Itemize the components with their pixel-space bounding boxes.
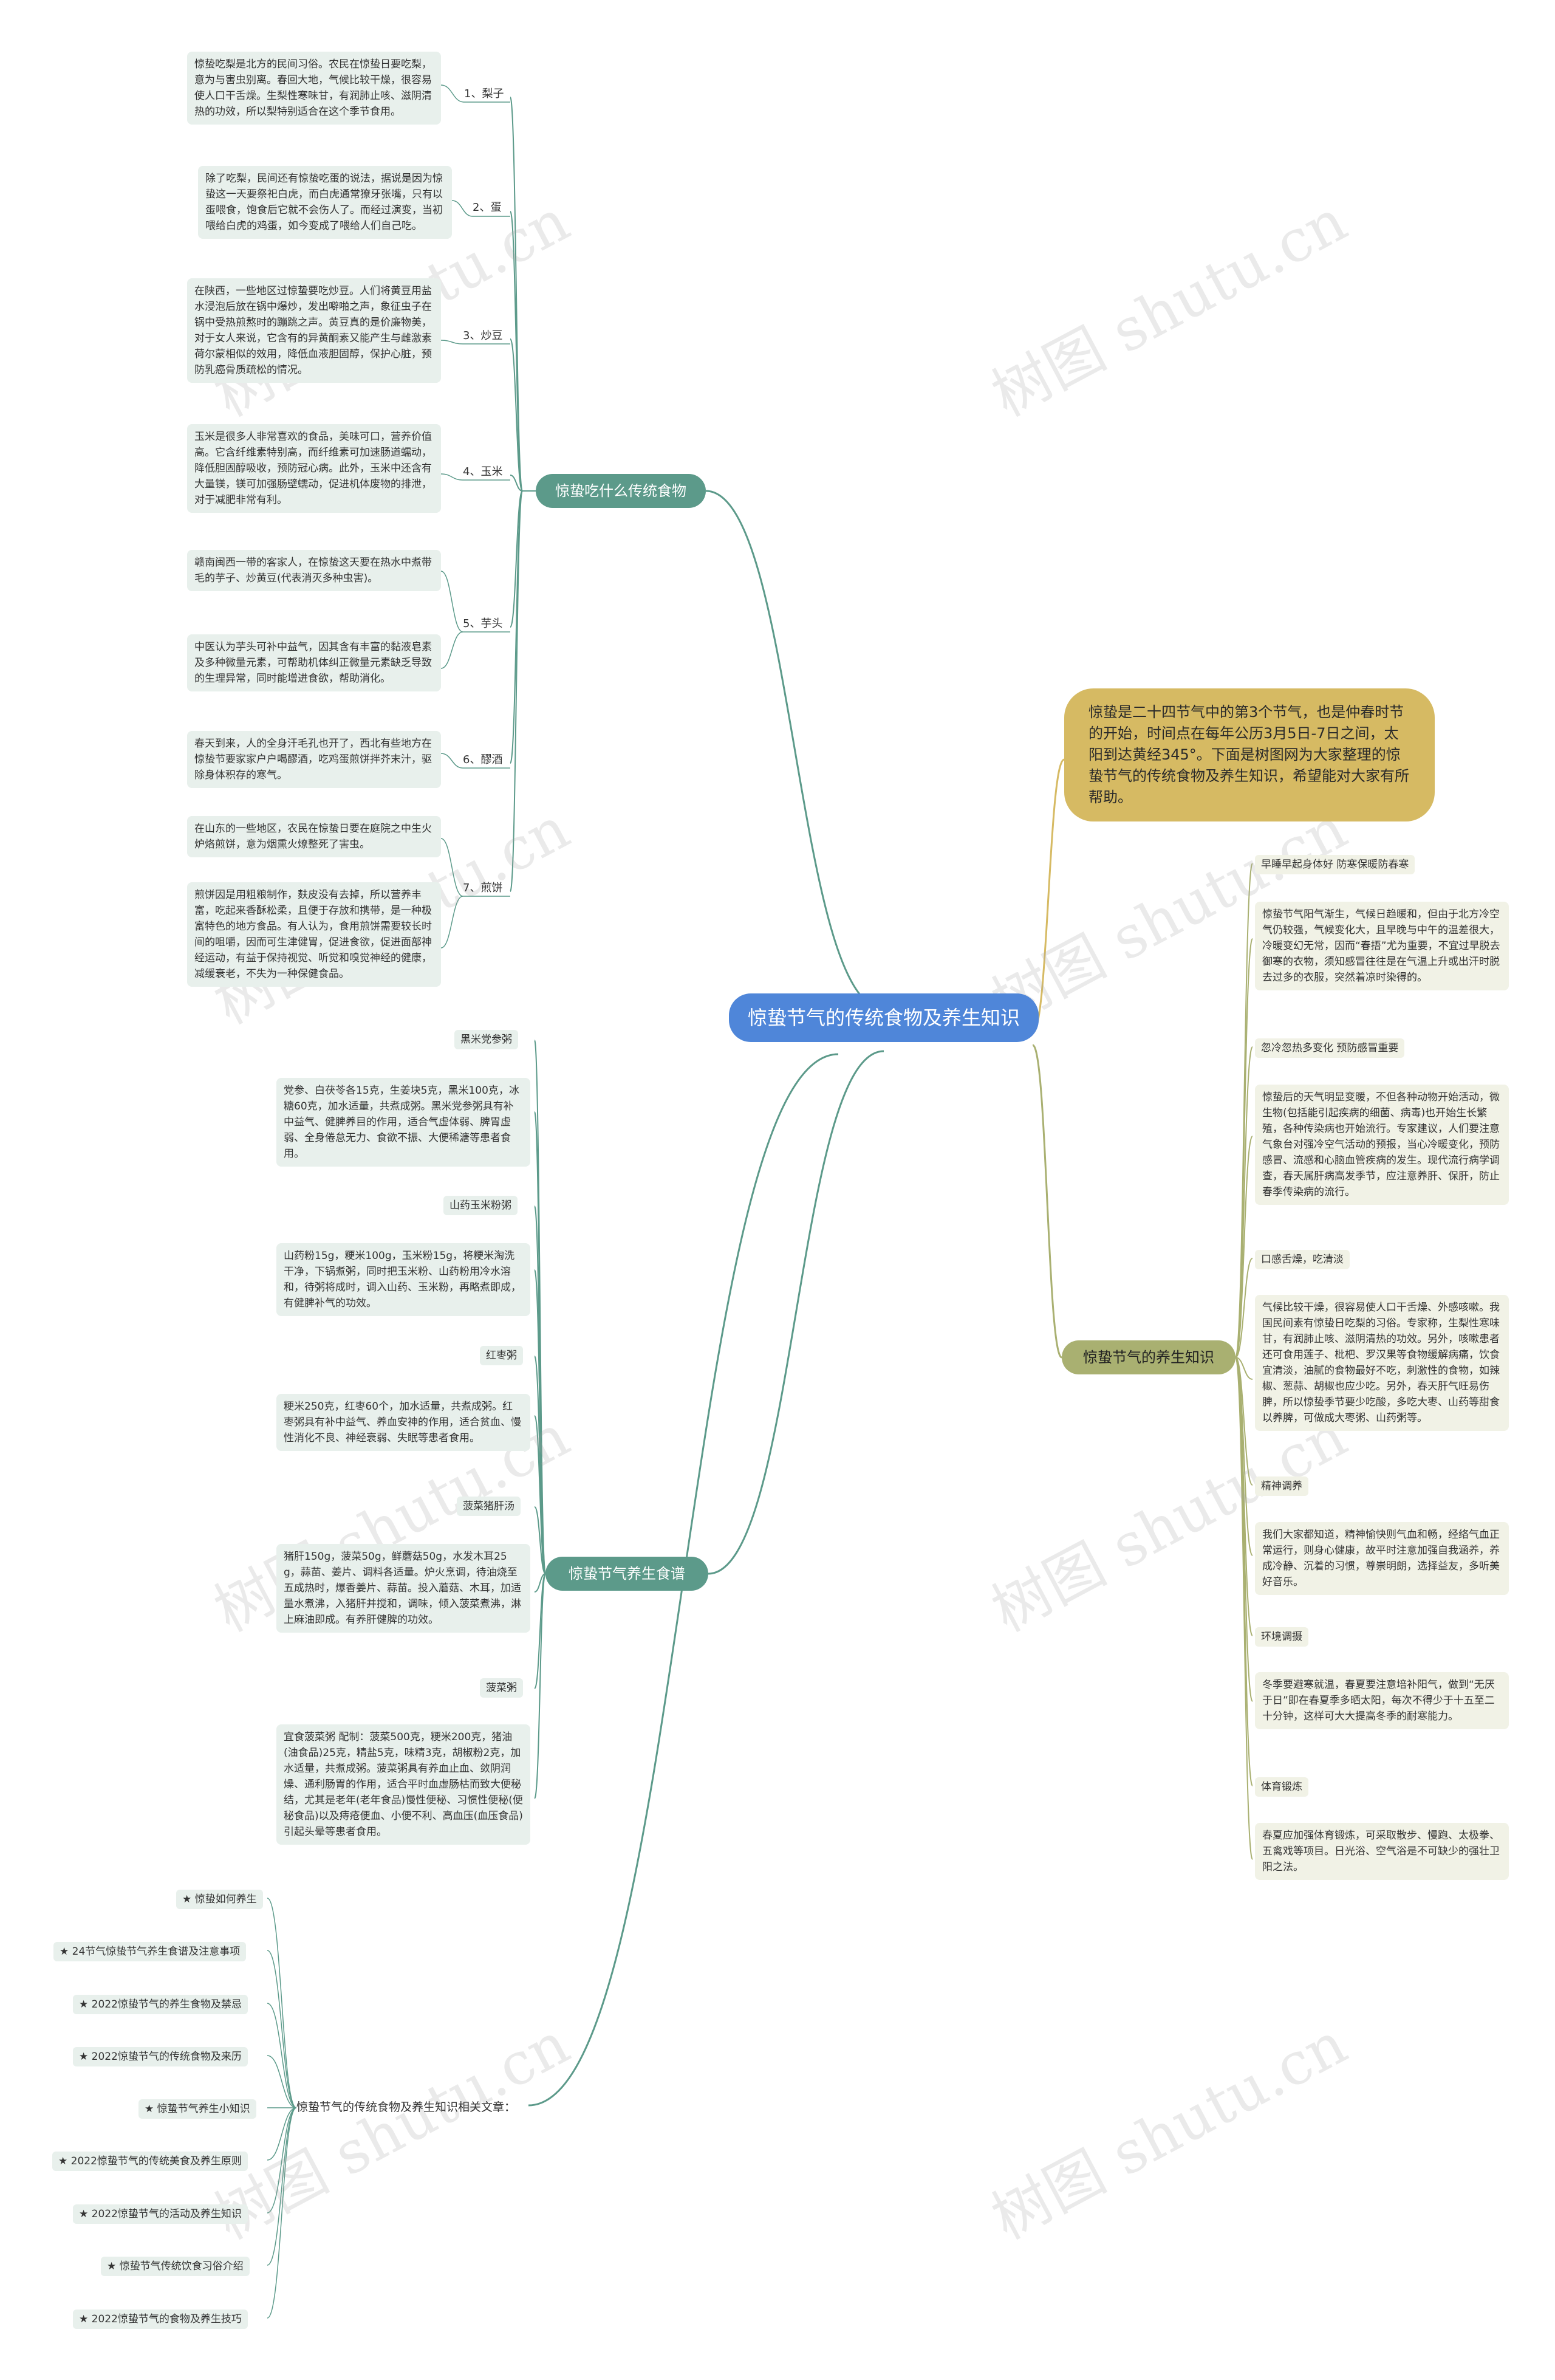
- branch-related-articles[interactable]: 惊蛰节气的传统食物及养生知识相关文章：: [296, 2101, 516, 2114]
- connector-line: [267, 2107, 297, 2161]
- connector-line: [1235, 1258, 1253, 1358]
- food-desc-egg: 除了吃梨，民间还有惊蛰吃蛋的说法，据说是因为惊蛰这一天要祭祀白虎，而白虎通常獠牙…: [198, 166, 452, 239]
- health-label-sleep[interactable]: 早睡早起身体好 防寒保暖防春寒: [1255, 855, 1415, 874]
- connector-line: [510, 97, 523, 492]
- article-link[interactable]: ★ 2022惊蛰节气的养生食物及禁忌: [73, 1995, 248, 2014]
- recipe-desc-heimi: 党参、白茯苓各15克，生姜块5克，黑米100克，冰糖60克，加水适量，共煮成粥。…: [276, 1078, 530, 1167]
- health-desc-mind: 我们大家都知道，精神愉快则气血和畅，经络气血正常运行，则身心健康，故平时注意加强…: [1255, 1522, 1509, 1595]
- article-link[interactable]: ★ 惊蛰节气传统饮食习俗介绍: [101, 2257, 250, 2276]
- food-desc-wine: 春天到来，人的全身汗毛孔也开了，西北有些地方在惊蛰节要家家户户喝醪酒，吃鸡蛋煎饼…: [187, 731, 441, 788]
- health-desc-sport: 春夏应加强体育锻炼，可采取散步、慢跑、太极拳、五禽戏等项目。日光浴、空气浴是不可…: [1255, 1823, 1509, 1880]
- food-label-fried-beans[interactable]: 3、炒豆: [463, 329, 503, 342]
- connector-line: [534, 1573, 546, 1689]
- food-label-egg[interactable]: 2、蛋: [473, 201, 502, 214]
- connector-line: [267, 1898, 297, 2108]
- connector-line: [267, 2055, 297, 2108]
- connector-line: [440, 571, 463, 633]
- recipe-label-bocai[interactable]: 菠菜粥: [480, 1678, 523, 1698]
- recipe-label-shanyao[interactable]: 山药玉米粉粥: [443, 1196, 518, 1215]
- connector-line: [1235, 1357, 1253, 1486]
- branch-health-knowledge[interactable]: 惊蛰节气的养生知识: [1062, 1340, 1235, 1374]
- connector-line: [440, 896, 463, 948]
- recipe-label-zhugan[interactable]: 菠菜猪肝汤: [457, 1497, 521, 1516]
- connector-line: [1235, 1136, 1253, 1358]
- connector-line: [440, 753, 463, 769]
- recipe-desc-hongzao: 粳米250克，红枣60个，加水适量，共煮成粥。红枣粥具有补中益气、养血安神的作用…: [276, 1394, 530, 1451]
- health-desc-diet: 气候比较干燥，很容易使人口干舌燥、外感咳嗽。我国民间素有惊蛰日吃梨的习俗。专家称…: [1255, 1295, 1509, 1431]
- food-label-pancake[interactable]: 7、煎饼: [463, 882, 503, 894]
- health-desc-cold: 惊蛰后的天气明显变暖，不但各种动物开始活动，微生物(包括能引起疾病的细菌、病毒)…: [1255, 1085, 1509, 1205]
- connector-line: [267, 2107, 297, 2319]
- connector-line: [1031, 1044, 1063, 1359]
- connector-line: [510, 475, 523, 492]
- connector-line: [534, 1269, 546, 1574]
- connector-line: [1235, 938, 1253, 1358]
- health-label-diet[interactable]: 口感舌燥，吃清淡: [1255, 1250, 1350, 1269]
- connector-line: [267, 2107, 297, 2214]
- connector-line: [267, 2107, 297, 2266]
- connector-line: [440, 838, 463, 897]
- connector-line: [1235, 1357, 1253, 1702]
- connector-line: [451, 200, 473, 217]
- connector-line: [267, 2003, 297, 2108]
- connector-line: [1031, 758, 1065, 1034]
- connector-line: [510, 490, 523, 892]
- connector-line: [1235, 1357, 1253, 1380]
- connector-line: [440, 84, 465, 103]
- recipe-label-hongzao[interactable]: 红枣粥: [480, 1346, 523, 1365]
- connector-line: [267, 1950, 297, 2108]
- article-link[interactable]: ★ 2022惊蛰节气的传统美食及养生原则: [52, 2152, 248, 2171]
- connector-line: [1235, 863, 1253, 1358]
- connector-line: [534, 1415, 546, 1574]
- health-label-sport[interactable]: 体育锻炼: [1255, 1777, 1308, 1797]
- recipe-label-heimi[interactable]: 黑米党参粥: [454, 1030, 518, 1049]
- connector-line: [534, 1573, 546, 1593]
- food-desc-taro-2: 中医认为芋头可补中益气，因其含有丰富的黏液皂素及多种微量元素，可帮助机体纠正微量…: [187, 634, 441, 691]
- connector-line: [510, 211, 523, 492]
- food-desc-corn: 玉米是很多人非常喜欢的食品，美味可口，营养价值高。它含纤维素特别高，而纤维素可加…: [187, 424, 441, 513]
- connector-line: [708, 1050, 884, 1575]
- article-link[interactable]: ★ 2022惊蛰节气的活动及养生知识: [73, 2204, 248, 2224]
- connector-line: [534, 1506, 546, 1574]
- connector-line: [440, 340, 463, 345]
- health-label-env[interactable]: 环境调摄: [1255, 1627, 1308, 1647]
- food-desc-pancake-2: 煎饼因是用粗粮制作，麸皮没有去掉，所以营养丰富，吃起来香酥松柔，且便于存放和携带…: [187, 882, 441, 987]
- food-label-wine[interactable]: 6、醪酒: [463, 753, 503, 766]
- connector-line: [510, 490, 523, 628]
- root-topic[interactable]: 惊蛰节气的传统食物及养生知识: [729, 993, 1039, 1042]
- health-label-cold[interactable]: 忽冷忽热多变化 预防感冒重要: [1255, 1038, 1405, 1058]
- article-link[interactable]: ★ 24节气惊蛰节气养生食谱及注意事项: [53, 1942, 247, 1961]
- food-desc-pear: 惊蛰吃梨是北方的民间习俗。农民在惊蛰日要吃梨，意为与害虫别离。春回大地，气候比较…: [187, 52, 441, 125]
- food-desc-pancake-1: 在山东的一些地区，农民在惊蛰日要在庭院之中生火炉烙煎饼，意为烟熏火燎整死了害虫。: [187, 816, 441, 857]
- food-label-corn[interactable]: 4、玉米: [463, 465, 503, 478]
- article-link[interactable]: ★ 惊蛰如何养生: [176, 1890, 263, 1909]
- article-link[interactable]: ★ 2022惊蛰节气的食物及养生技巧: [73, 2310, 248, 2329]
- health-desc-sleep: 惊蛰节气阳气渐生，气候日趋暖和，但由于北方冷空气仍较强，气候变化大，且早晚与中午…: [1255, 902, 1509, 990]
- recipe-desc-bocai: 宜食菠菜粥 配制：菠菜500克，粳米200克，猪油(油食品)25克，精盐5克，味…: [276, 1724, 530, 1845]
- recipe-desc-zhugan: 猪肝150g，菠菜50g，鲜蘑菇50g，水发木耳25g，蒜苗、姜片、调料各适量。…: [276, 1544, 530, 1633]
- branch-traditional-food[interactable]: 惊蛰吃什么传统食物: [536, 474, 706, 508]
- connector-line: [534, 1573, 546, 1799]
- connector-line: [1235, 1357, 1253, 1860]
- health-desc-env: 冬季要避寒就温，春夏要注意培补阳气，做到“无厌于日”即在春夏季多晒太阳，每次不得…: [1255, 1672, 1509, 1729]
- article-link[interactable]: ★ 惊蛰节气养生小知识: [138, 2099, 256, 2119]
- food-label-pear[interactable]: 1、梨子: [464, 87, 504, 100]
- connector-line: [440, 473, 463, 481]
- connector-line: [510, 338, 523, 492]
- recipe-desc-shanyao: 山药粉15g，粳米100g，玉米粉15g，将粳米淘洗干净，下锅煮粥，同时把玉米粉…: [276, 1243, 530, 1316]
- food-desc-taro-1: 赣南闽西一带的客家人，在惊蛰这天要在热水中煮带毛的芋子、炒黄豆(代表消灭多种虫害…: [187, 550, 441, 591]
- article-link[interactable]: ★ 2022惊蛰节气的传统食物及来历: [73, 2047, 248, 2066]
- branch-recipes[interactable]: 惊蛰节气养生食谱: [545, 1557, 708, 1591]
- food-desc-fried-beans: 在陕西，一些地区过惊蛰要吃炒豆。人们将黄豆用盐水浸泡后放在锅中爆炒，发出噼啪之声…: [187, 278, 441, 383]
- food-label-taro[interactable]: 5、芋头: [463, 617, 503, 630]
- connector-line: [705, 490, 884, 1010]
- health-label-mind[interactable]: 精神调养: [1255, 1476, 1308, 1496]
- connector-line: [440, 631, 463, 669]
- intro-summary[interactable]: 惊蛰是二十四节气中的第3个节气，也是仲春时节的开始，时间点在每年公历3月5日-7…: [1064, 688, 1435, 821]
